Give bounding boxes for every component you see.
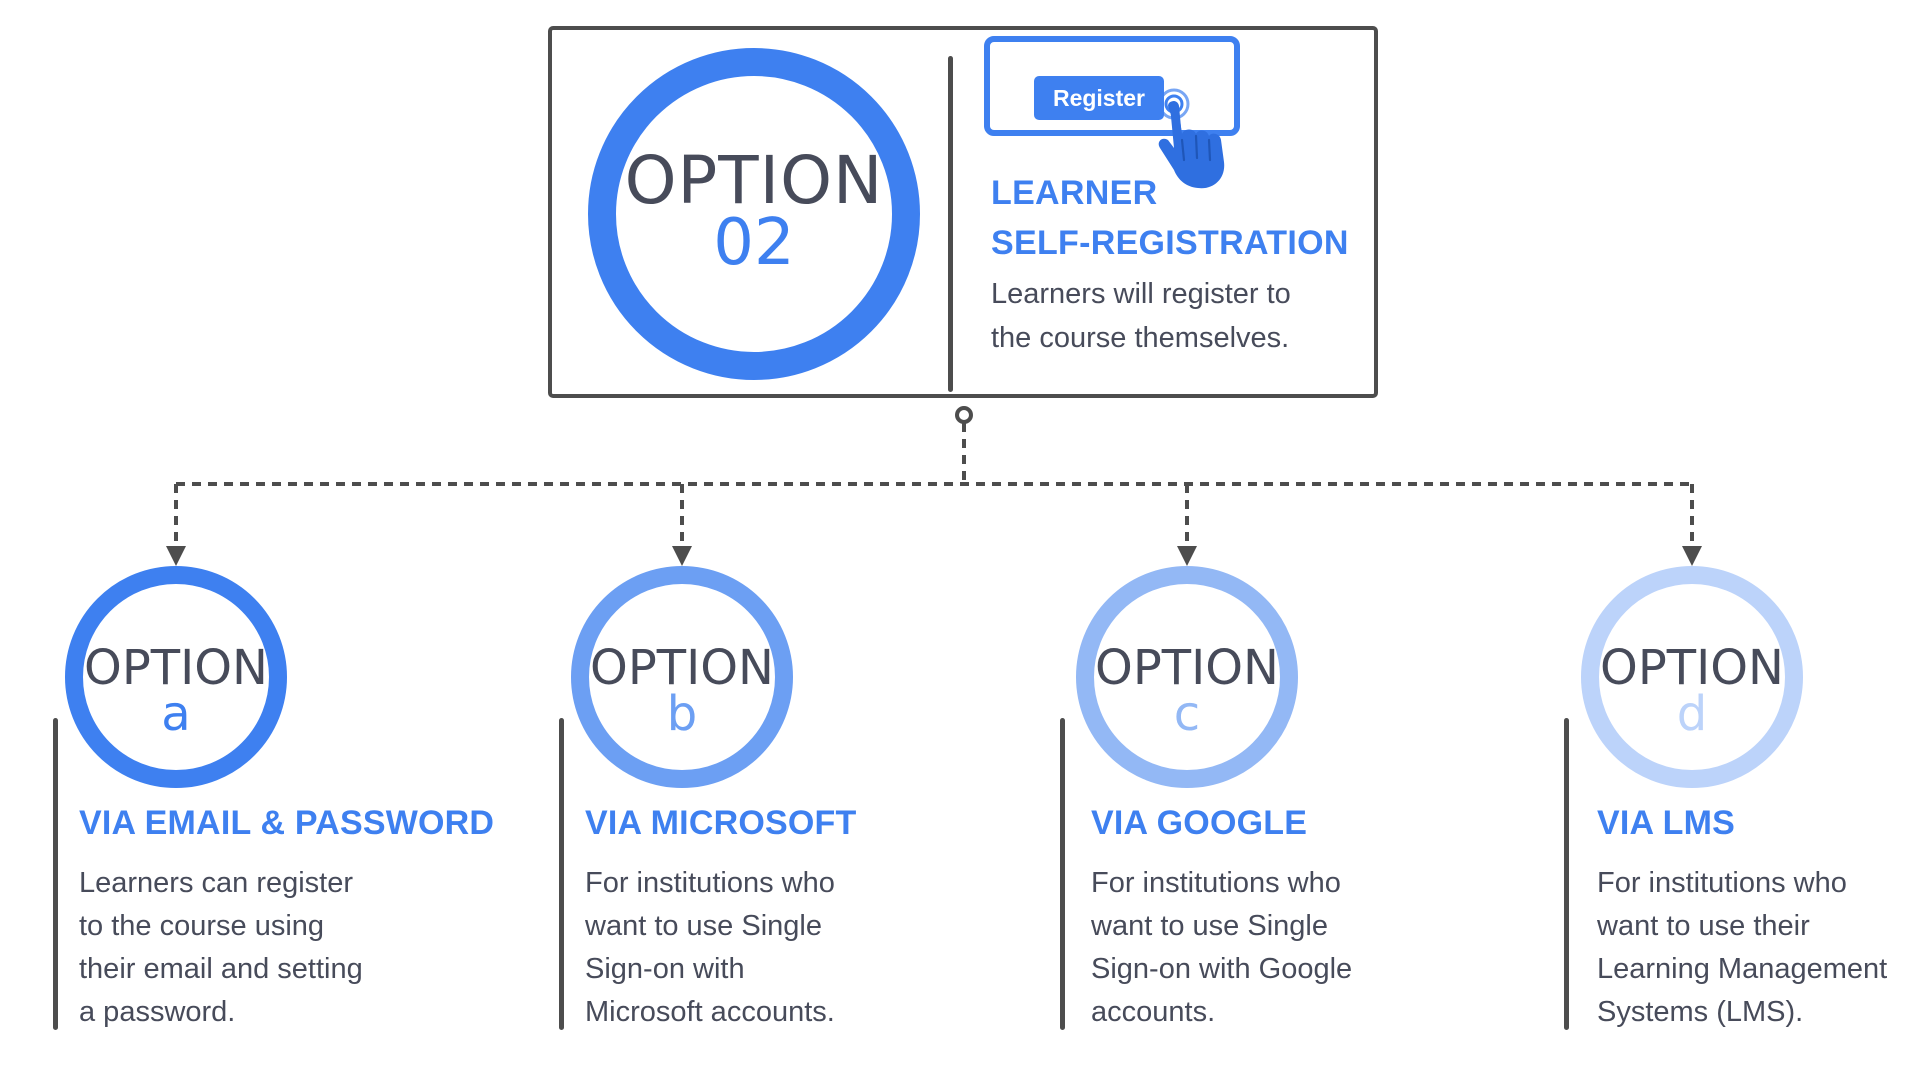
option-b-letter: b (666, 686, 698, 742)
option-a-line: a password. (79, 996, 236, 1028)
option-d-line: Systems (LMS). (1597, 996, 1804, 1028)
main-heading-line-2: SELF-REGISTRATION (991, 224, 1349, 262)
option-b-ring (571, 566, 793, 788)
option-c-line: accounts. (1091, 996, 1216, 1028)
option-b-description: For institutions who want to use Single … (585, 862, 835, 1034)
option-c-line: Sign-on with Google (1091, 953, 1353, 985)
option-b-heading: VIA MICROSOFT (585, 804, 857, 842)
register-button[interactable]: Register (1034, 76, 1164, 120)
main-option-number: 02 (713, 206, 795, 280)
main-option-description: Learners will register to the course the… (991, 272, 1291, 360)
option-a-divider (53, 718, 58, 1030)
main-heading-line-1: LEARNER (991, 174, 1158, 212)
option-a-line: Learners can register (79, 867, 354, 899)
option-c-description: For institutions who want to use Single … (1091, 862, 1352, 1034)
option-a-line: their email and setting (79, 953, 363, 985)
option-d-heading: VIA LMS (1597, 804, 1736, 842)
option-d-line: want to use their (1597, 910, 1810, 942)
option-d-word: OPTION (1600, 640, 1784, 696)
option-d-letter: d (1676, 686, 1708, 742)
option-d-line: Learning Management (1597, 953, 1888, 985)
option-a-description: Learners can register to the course usin… (79, 862, 363, 1034)
option-d-line: For institutions who (1597, 867, 1847, 899)
option-c-divider (1060, 718, 1065, 1030)
option-c-word: OPTION (1095, 640, 1279, 696)
option-a-line: to the course using (79, 910, 325, 942)
option-a-heading: VIA EMAIL & PASSWORD (79, 804, 495, 842)
option-c-line: want to use Single (1091, 910, 1328, 942)
option-a-letter: a (161, 686, 191, 742)
option-b-divider (559, 718, 564, 1030)
option-b-word: OPTION (590, 640, 774, 696)
option-c-letter: c (1173, 686, 1201, 742)
main-desc-line-2: the course themselves. (991, 322, 1290, 354)
main-divider (948, 56, 953, 392)
option-a-word: OPTION (84, 640, 268, 696)
option-c-line: For institutions who (1091, 867, 1341, 899)
option-c-heading: VIA GOOGLE (1091, 804, 1308, 842)
option-b-line: want to use Single (585, 910, 822, 942)
main-option-word: OPTION (624, 142, 884, 219)
option-b-line: Microsoft accounts. (585, 996, 835, 1028)
option-b-line: Sign-on with (585, 953, 745, 985)
option-b-line: For institutions who (585, 867, 835, 899)
main-option-heading: LEARNER SELF-REGISTRATION (991, 168, 1349, 268)
connector-node (955, 406, 973, 424)
option-d-description: For institutions who want to use their L… (1597, 862, 1887, 1034)
pointing-hand-icon (1158, 88, 1225, 189)
option-d-divider (1564, 718, 1569, 1030)
main-desc-line-1: Learners will register to (991, 278, 1291, 310)
